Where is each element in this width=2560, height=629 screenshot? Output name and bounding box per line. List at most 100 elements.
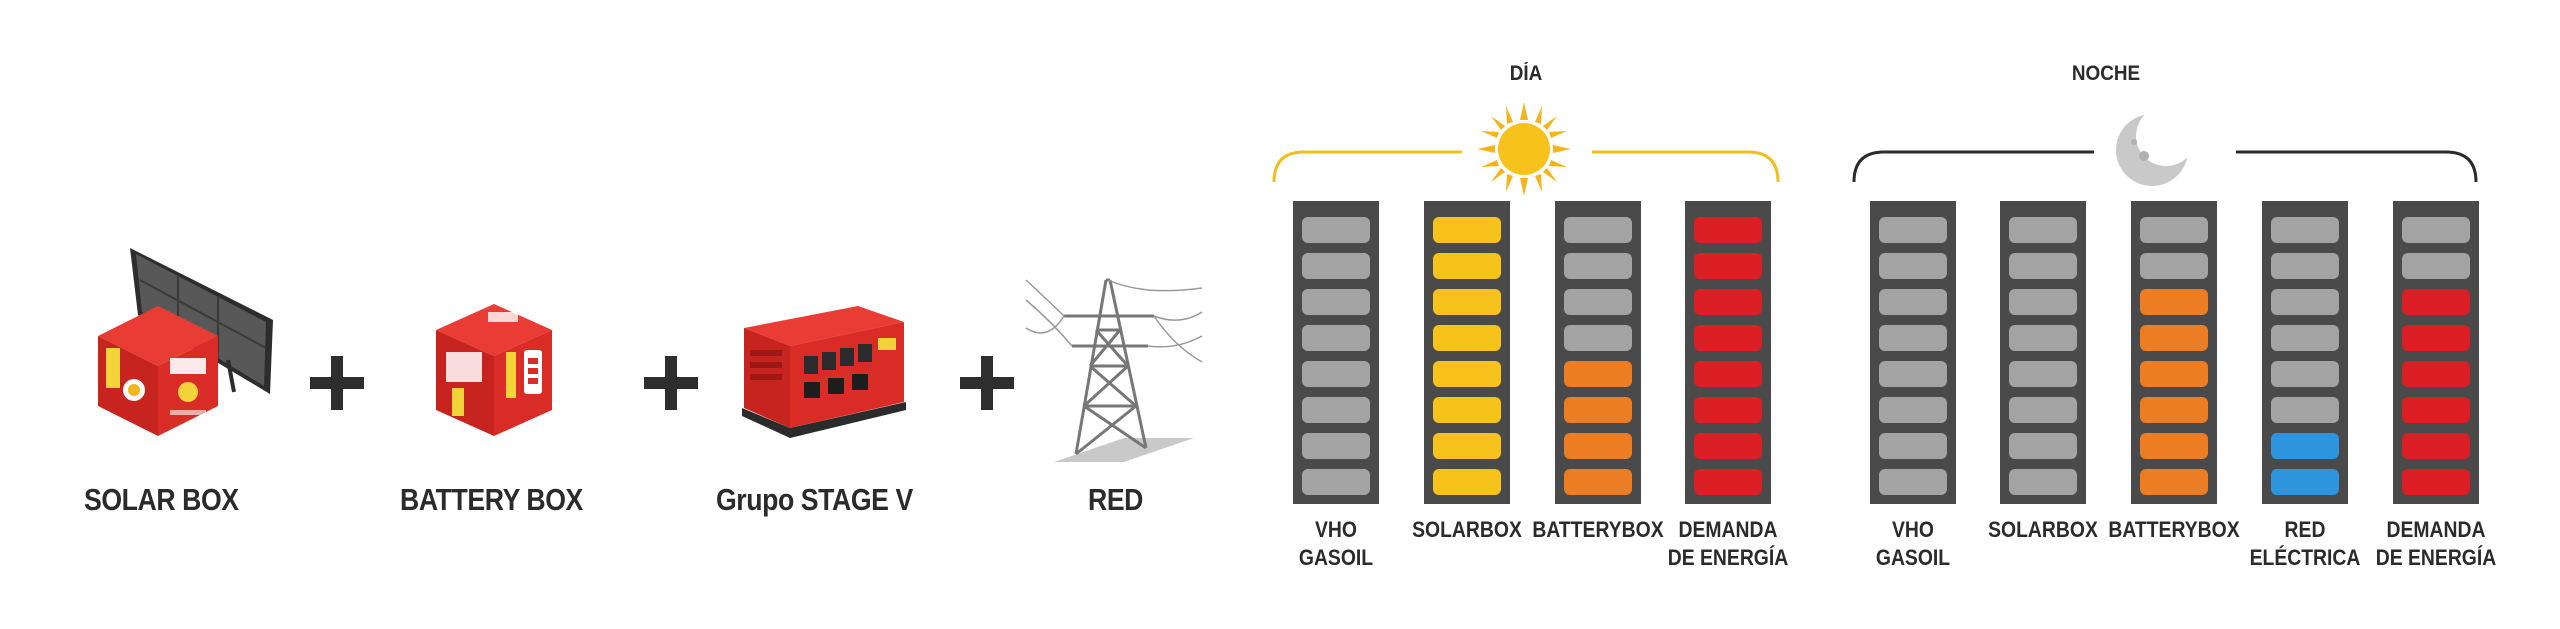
- battery-box: BATTERY BOX: [400, 300, 583, 517]
- power-tower: RED: [1024, 266, 1204, 517]
- noche-column-2: [2000, 201, 2086, 504]
- level-cell: [1433, 469, 1501, 495]
- level-cell: [1694, 469, 1762, 495]
- column-label-line2: GASOIL: [1875, 545, 1951, 570]
- level-cell: [2271, 361, 2339, 387]
- level-cell: [1302, 289, 1370, 315]
- column-label-line1: RED: [2284, 517, 2326, 542]
- column-label-line1: SOLARBOX: [1988, 517, 2098, 542]
- level-cell: [1879, 433, 1947, 459]
- generator-icon: [742, 306, 906, 438]
- noche-column-label: RED ELÉCTRICA: [2239, 516, 2371, 572]
- plus-icon: [644, 356, 698, 410]
- battery-box-icon: [436, 304, 552, 436]
- noche-column-3: [2131, 201, 2217, 504]
- level-cell: [2402, 361, 2470, 387]
- level-cell: [2402, 469, 2470, 495]
- level-cell: [1564, 217, 1632, 243]
- level-cell: [2402, 217, 2470, 243]
- level-cell: [2140, 433, 2208, 459]
- level-cell: [2402, 289, 2470, 315]
- level-cell: [1694, 253, 1762, 279]
- column-label-line2: ELÉCTRICA: [2249, 545, 2361, 570]
- level-cell: [2271, 217, 2339, 243]
- solar-box-label: SOLAR BOX: [84, 482, 239, 517]
- plus-icon: [960, 356, 1014, 410]
- level-cell: [1433, 253, 1501, 279]
- level-cell: [2271, 325, 2339, 351]
- level-cell: [1694, 361, 1762, 387]
- level-cell: [1433, 325, 1501, 351]
- level-cell: [2271, 253, 2339, 279]
- noche-bracket: [1852, 150, 2478, 183]
- column-label-line1: VHO: [1892, 517, 1934, 542]
- level-cell: [1302, 217, 1370, 243]
- noche-title: NOCHE: [2071, 62, 2141, 85]
- level-cell: [1433, 217, 1501, 243]
- level-cell: [1879, 217, 1947, 243]
- level-cell: [1433, 433, 1501, 459]
- column-label-line2: DE ENERGÍA: [1667, 545, 1789, 570]
- level-cell: [1433, 397, 1501, 423]
- level-cell: [1564, 325, 1632, 351]
- dia-title: DÍA: [1509, 62, 1543, 85]
- column-label-line1: BATTERYBOX: [1532, 517, 1664, 542]
- level-cell: [2271, 397, 2339, 423]
- column-label-line1: DEMANDA: [1678, 517, 1778, 542]
- dia-column-1: [1293, 201, 1379, 504]
- dia-column-label: SOLARBOX: [1401, 516, 1533, 544]
- noche-column-1: [1870, 201, 1956, 504]
- level-cell: [2140, 469, 2208, 495]
- column-label-line1: DEMANDA: [2386, 517, 2486, 542]
- moon-icon: [2116, 114, 2188, 186]
- noche-column-label: DEMANDA DE ENERGÍA: [2370, 516, 2502, 572]
- level-cell: [2140, 217, 2208, 243]
- level-cell: [1879, 361, 1947, 387]
- column-label-line2: GASOIL: [1298, 545, 1374, 570]
- level-cell: [1564, 253, 1632, 279]
- column-label-line2: DE ENERGÍA: [2375, 545, 2497, 570]
- generator: Grupo STAGE V: [716, 300, 918, 517]
- level-cell: [2140, 361, 2208, 387]
- level-cell: [1694, 325, 1762, 351]
- level-cell: [2009, 253, 2077, 279]
- level-cell: [1302, 433, 1370, 459]
- level-cell: [1564, 433, 1632, 459]
- level-cell: [2140, 325, 2208, 351]
- level-cell: [2402, 433, 2470, 459]
- dia-column-3: [1555, 201, 1641, 504]
- level-cell: [1564, 361, 1632, 387]
- level-cell: [2009, 397, 2077, 423]
- level-cell: [1879, 253, 1947, 279]
- level-cell: [1879, 289, 1947, 315]
- level-cell: [1564, 469, 1632, 495]
- level-cell: [2402, 253, 2470, 279]
- noche-column-4: [2262, 201, 2348, 504]
- solar-box: SOLAR BOX: [78, 240, 288, 517]
- dia-column-4: [1685, 201, 1771, 504]
- column-label-line1: SOLARBOX: [1412, 517, 1522, 542]
- dia-bracket: [1272, 150, 1780, 183]
- column-label-line1: BATTERYBOX: [2108, 517, 2240, 542]
- level-cell: [1433, 361, 1501, 387]
- level-cell: [2009, 469, 2077, 495]
- level-cell: [1879, 469, 1947, 495]
- dia-column-label: BATTERYBOX: [1532, 516, 1664, 544]
- level-cell: [1694, 217, 1762, 243]
- level-cell: [2009, 433, 2077, 459]
- level-cell: [1302, 469, 1370, 495]
- power-tower-label: RED: [1088, 482, 1143, 517]
- dia-column-2: [1424, 201, 1510, 504]
- level-cell: [1302, 397, 1370, 423]
- level-cell: [1302, 253, 1370, 279]
- level-cell: [1564, 289, 1632, 315]
- noche-column-5: [2393, 201, 2479, 504]
- level-cell: [2271, 289, 2339, 315]
- level-cell: [1694, 433, 1762, 459]
- level-cell: [2271, 433, 2339, 459]
- battery-box-label: BATTERY BOX: [400, 482, 583, 517]
- noche-column-label: BATTERYBOX: [2108, 516, 2240, 544]
- level-cell: [2402, 397, 2470, 423]
- power-tower-icon: [1025, 278, 1203, 462]
